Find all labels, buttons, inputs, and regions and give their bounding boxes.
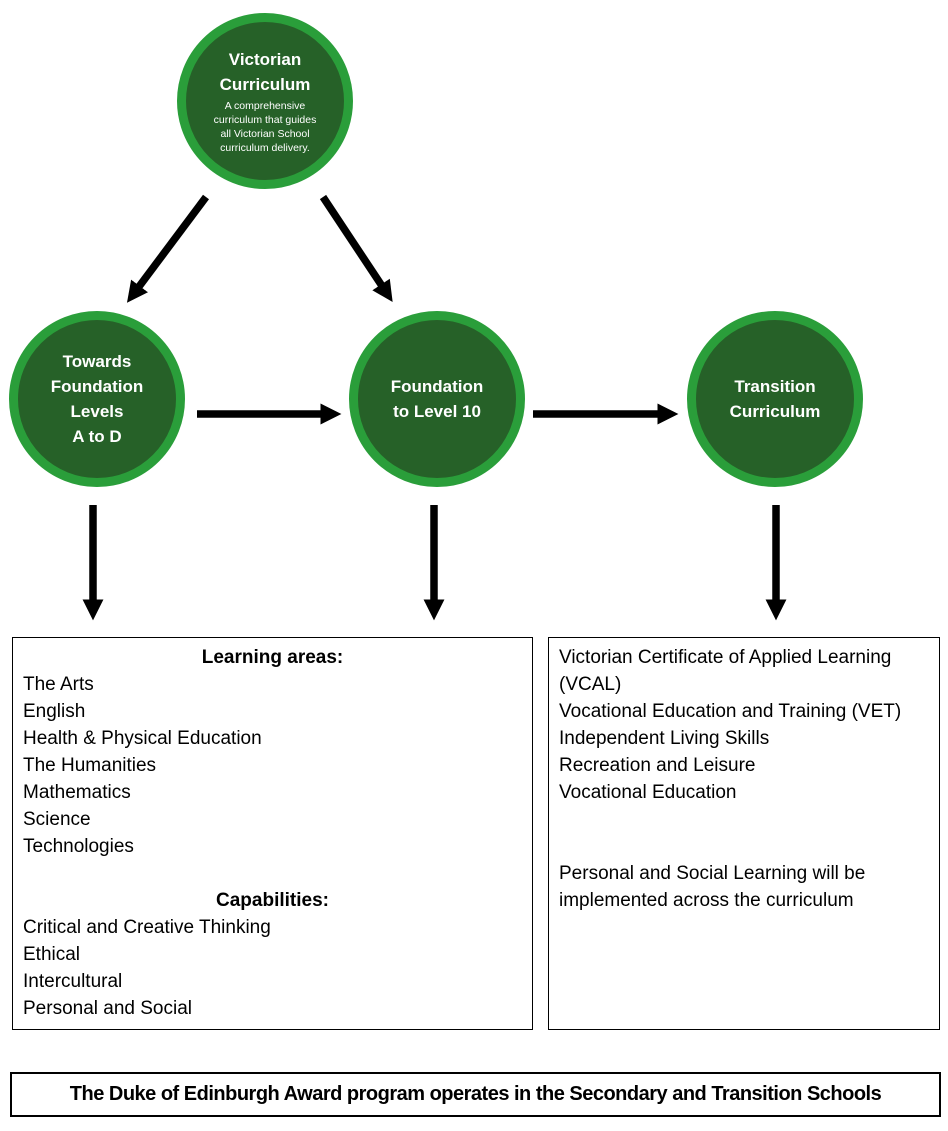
capability-item: Intercultural [23,971,123,992]
learning-area-item: Health & Physical Education [23,728,262,749]
learning-area-item: Science [23,809,91,830]
victorian-curriculum-subtitle: A comprehensive curriculum that guides a… [213,100,317,154]
pathway-item: Vocational Education and Training (VET) [559,701,902,722]
capability-item: Ethical [23,944,81,965]
title-line: Transition [734,377,816,396]
title-line: Curriculum [219,75,311,94]
duke-of-edinburgh-text: The Duke of Edinburgh Award program oper… [69,1083,882,1105]
arrow-victorian-to-towards-foundation [126,194,210,303]
pathway-item: Recreation and Leisure [559,755,756,776]
title-line: Victorian [228,50,302,69]
title-line: Curriculum [729,402,821,421]
learning-area-item: Technologies [23,836,134,857]
duke-of-edinburgh-banner: The Duke of Edinburgh Award program oper… [10,1072,941,1117]
title-line: Foundation [390,377,484,396]
capability-item: Personal and Social [23,998,192,1019]
transition-pathways-list: Victorian Certificate of Applied Learnin… [559,644,929,806]
foundation-level10-title: Foundation to Level 10 [391,374,484,424]
title-line: Towards [62,352,132,371]
learning-area-item: English [23,701,86,722]
pathway-item: Vocational Education [559,782,737,803]
circle-foundation-to-level-10: Foundation to Level 10 [349,311,525,487]
arrow-victorian-to-foundation-level10 [319,194,393,303]
title-line: to Level 10 [393,402,481,421]
pathway-item: Victorian Certificate of Applied Learnin… [559,647,892,695]
learning-area-item: The Humanities [23,755,157,776]
learning-areas-heading: Learning areas: [201,647,344,668]
title-line: Levels [70,402,124,421]
capabilities-heading: Capabilities: [216,890,329,911]
learning-area-item: The Arts [23,674,94,695]
pathway-item: Independent Living Skills [559,728,770,749]
capability-item: Critical and Creative Thinking [23,917,271,938]
learning-area-item: Mathematics [23,782,131,803]
title-line: Foundation [50,377,144,396]
title-line: A to D [72,427,122,446]
transition-pathways-box: Victorian Certificate of Applied Learnin… [548,637,940,1030]
personal-social-note: Personal and Social Learning will be imp… [559,863,866,911]
